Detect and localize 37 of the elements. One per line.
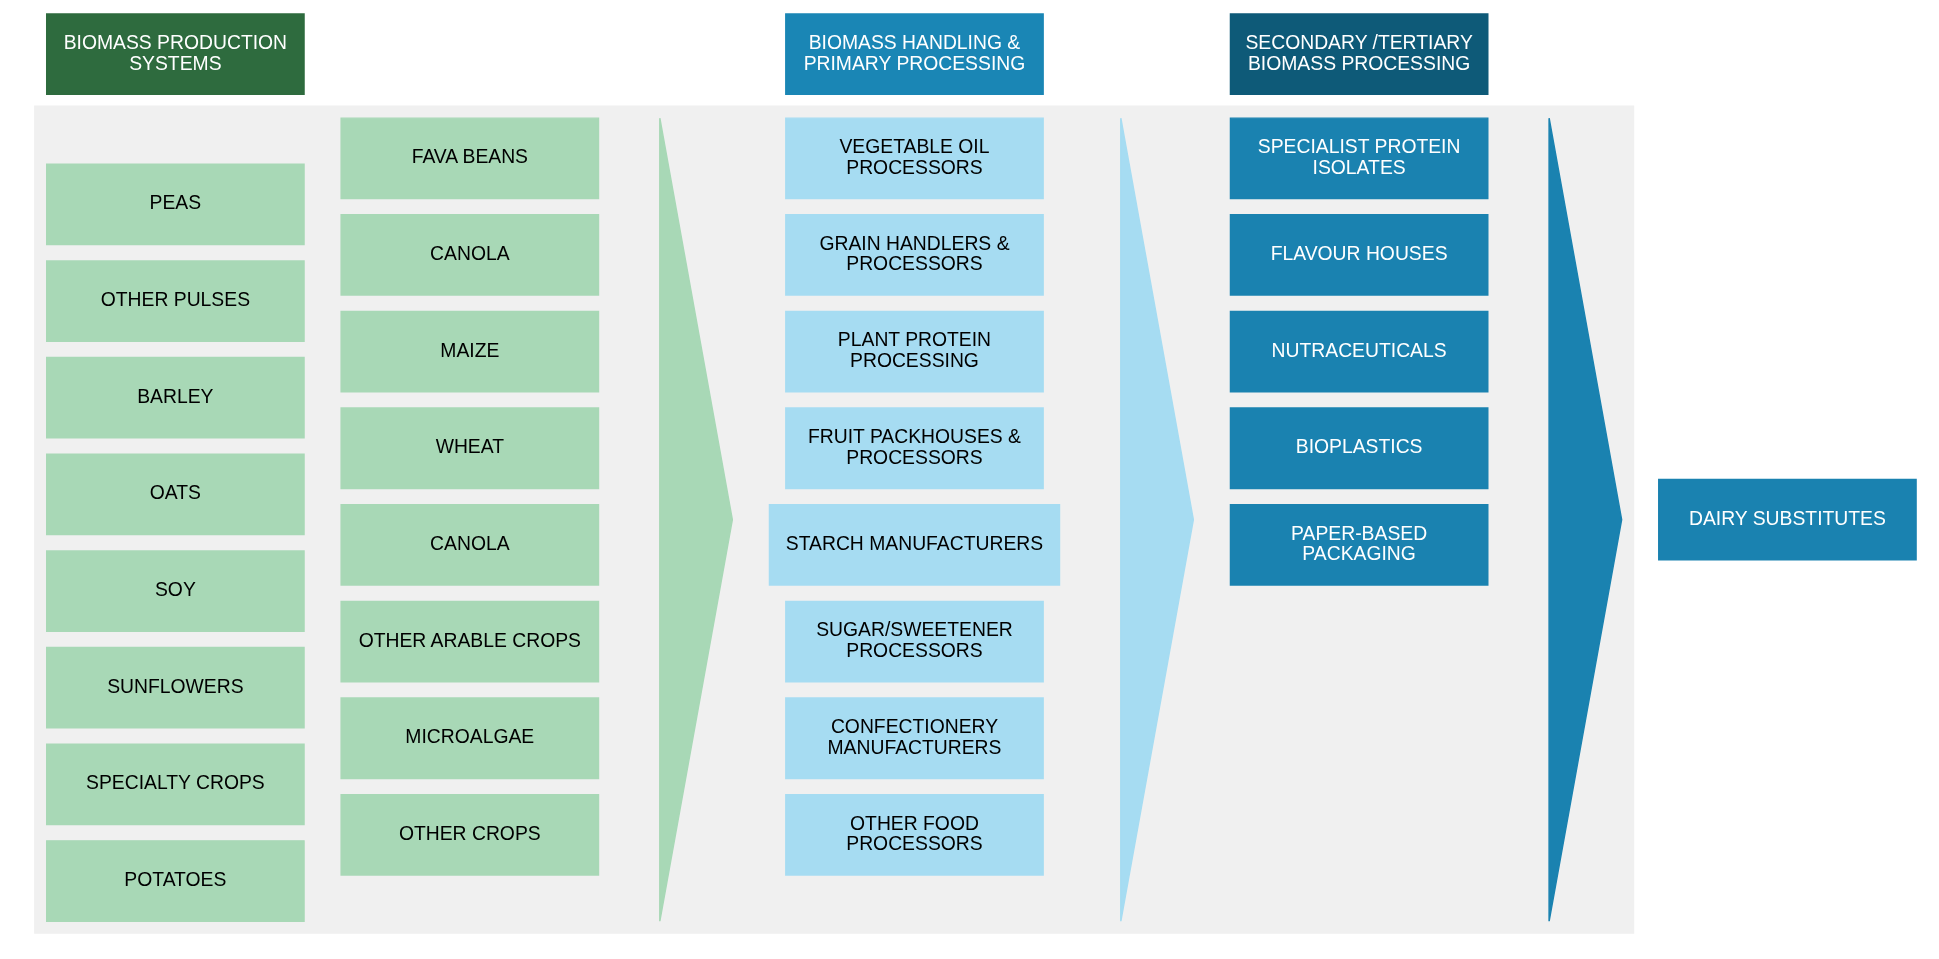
node-box: CANOLA [340, 214, 600, 296]
node-box: SPECIALIST PROTEIN ISOLATES [1229, 117, 1489, 200]
node-box: POTATOES [46, 840, 305, 922]
node-box: FRUIT PACKHOUSES & PROCESSORS [785, 407, 1044, 490]
node-chevron [659, 117, 734, 922]
node-box: PAPER-BASED PACKAGING [1229, 504, 1489, 586]
node-box: NUTRACEUTICALS [1229, 310, 1489, 393]
node-box: SUNFLOWERS [46, 646, 305, 729]
node-box: BIOMASS HANDLING & PRIMARY PROCESSING [785, 13, 1044, 96]
node-box: MAIZE [340, 310, 600, 393]
node-box: SUGAR/SWEETENER PROCESSORS [785, 600, 1044, 683]
node-box: PEAS [46, 163, 305, 246]
node-box: WHEAT [340, 407, 600, 490]
node-box: SOY [46, 550, 305, 632]
node-box: FLAVOUR HOUSES [1229, 214, 1489, 296]
node-box: CONFECTIONERY MANUFACTURERS [785, 697, 1044, 780]
node-box: OTHER CROPS [340, 794, 600, 876]
node-box: CANOLA [340, 504, 600, 586]
node-box: SPECIALTY CROPS [46, 743, 305, 826]
node-box: MICROALGAE [340, 697, 600, 780]
cluster [34, 105, 1635, 934]
node-box: DAIRY SUBSTITUTES [1658, 478, 1917, 561]
node-chevron [1548, 117, 1623, 922]
node-box: BARLEY [46, 356, 305, 439]
node-box: FAVA BEANS [340, 117, 600, 200]
node-box: VEGETABLE OIL PROCESSORS [785, 117, 1044, 200]
node-chevron [1120, 117, 1195, 922]
node-box: OTHER ARABLE CROPS [340, 600, 600, 683]
node-box: BIOPLASTICS [1229, 407, 1489, 490]
node-box: STARCH MANUFACTURERS [768, 504, 1061, 586]
node-box: OATS [46, 453, 305, 536]
node-box: OTHER PULSES [46, 260, 305, 342]
node-box: BIOMASS PRODUCTION SYSTEMS [46, 13, 305, 96]
node-box: SECONDARY /TERTIARY BIOMASS PROCESSING [1229, 13, 1489, 96]
node-box: OTHER FOOD PROCESSORS [785, 794, 1044, 876]
node-box: PLANT PROTEIN PROCESSING [785, 310, 1044, 393]
node-box: GRAIN HANDLERS & PROCESSORS [785, 214, 1044, 296]
